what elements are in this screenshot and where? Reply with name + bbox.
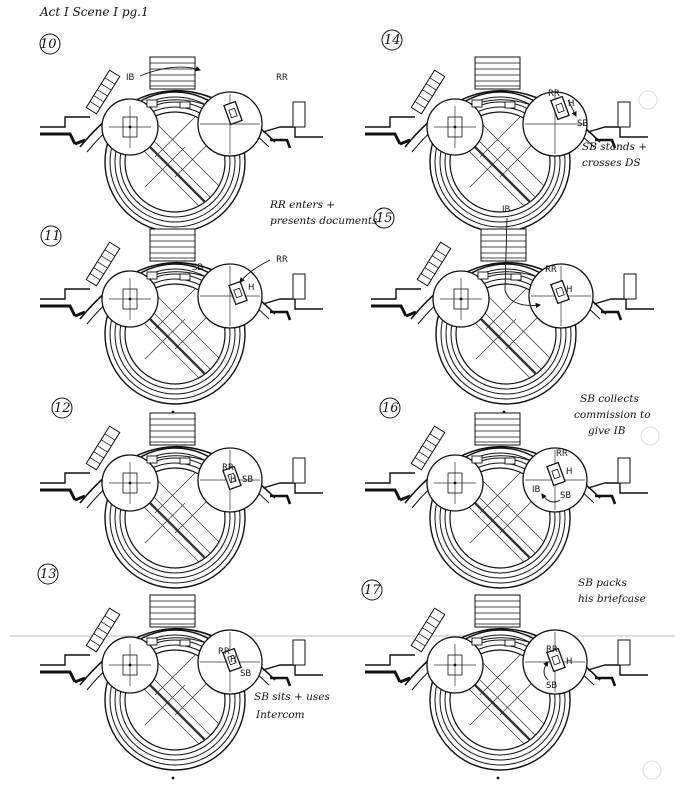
panel-12: 12 RR H SB <box>40 397 323 597</box>
panel-10: 10 IB RR <box>39 33 323 241</box>
panel-17: 17 RR H SB SB packs his briefcase <box>361 577 648 779</box>
page-title: Act I Scene I pg.1 <box>39 5 149 19</box>
panel-number-circle <box>373 207 395 229</box>
actor-label: H <box>566 467 572 477</box>
actor-label: IB <box>532 485 541 495</box>
actor-label: H <box>230 475 236 485</box>
panel-number: 12 <box>54 401 71 416</box>
panel-number-circle <box>379 397 401 419</box>
actor-label: H <box>568 99 574 109</box>
panel-number-circle <box>39 33 61 55</box>
actor-label: RR <box>548 89 560 99</box>
actor-label: SB <box>192 263 203 273</box>
actor-label: RR <box>218 647 230 657</box>
actor-label: H <box>248 283 254 293</box>
movement-arrow <box>543 661 549 681</box>
movement-arrow <box>239 259 271 283</box>
actor-label: RR <box>545 265 557 275</box>
panel-number-circle <box>381 29 403 51</box>
actor-label: RR <box>556 449 568 459</box>
actor-label: SB <box>560 491 571 501</box>
blocking-note: RR enters + <box>269 199 335 211</box>
panel-number-circle <box>51 397 73 419</box>
actor-label: SB <box>546 681 557 691</box>
blocking-note: commission to <box>574 409 651 421</box>
panel-number: 15 <box>376 211 393 226</box>
actor-label: IB <box>502 205 511 215</box>
actor-label: IB <box>126 73 135 83</box>
panel-number: 11 <box>44 229 61 244</box>
actor-label: SB <box>240 669 251 679</box>
panel-number-circle <box>37 563 59 585</box>
blocking-note: his briefcase <box>578 593 646 605</box>
panel-number: 14 <box>384 33 401 48</box>
panel-14: 14 RR H SB SB stands + crosses DS <box>365 29 648 241</box>
panel-number: 17 <box>364 583 381 598</box>
punch-hole <box>638 90 658 110</box>
panel-number-circle <box>40 225 62 247</box>
punch-hole <box>642 760 662 780</box>
panel-11: 11 SB RR H <box>40 225 323 413</box>
blocking-note: SB stands + <box>582 141 647 153</box>
blocking-note: crosses DS <box>582 157 641 169</box>
panel-13: 13 RR H SB SB sits + uses Intercom <box>37 563 330 779</box>
blocking-note: give IB <box>588 425 626 437</box>
movement-arrow <box>541 493 561 503</box>
actor-label: SB <box>242 475 253 485</box>
blocking-note: Intercom <box>255 709 305 721</box>
actor-label: H <box>566 657 572 667</box>
panel-number: 16 <box>382 401 399 416</box>
blocking-note: SB sits + uses <box>254 691 330 703</box>
panel-15: RR enters + presents documents 15 IB RR … <box>269 199 654 413</box>
actor-label: RR <box>276 73 288 83</box>
actor-label: SB <box>577 119 588 129</box>
actor-label: H <box>230 655 236 665</box>
blocking-note: SB packs <box>578 577 627 589</box>
panel-number-circle <box>361 579 383 601</box>
actor-label: H <box>566 285 572 295</box>
panel-number: 10 <box>40 37 57 52</box>
movement-arrow <box>567 99 577 117</box>
panel-16: 16 RR H IB SB SB collects commission to … <box>365 393 651 597</box>
movement-arrow <box>504 217 542 309</box>
punch-hole <box>640 426 660 446</box>
movement-arrow <box>139 66 202 77</box>
blocking-note: presents documents <box>270 215 378 227</box>
actor-label: RR <box>222 463 234 473</box>
blocking-note: SB collects <box>580 393 639 405</box>
actor-label: RR <box>276 255 288 265</box>
actor-label: RR <box>546 645 558 655</box>
panel-number: 13 <box>40 567 57 582</box>
